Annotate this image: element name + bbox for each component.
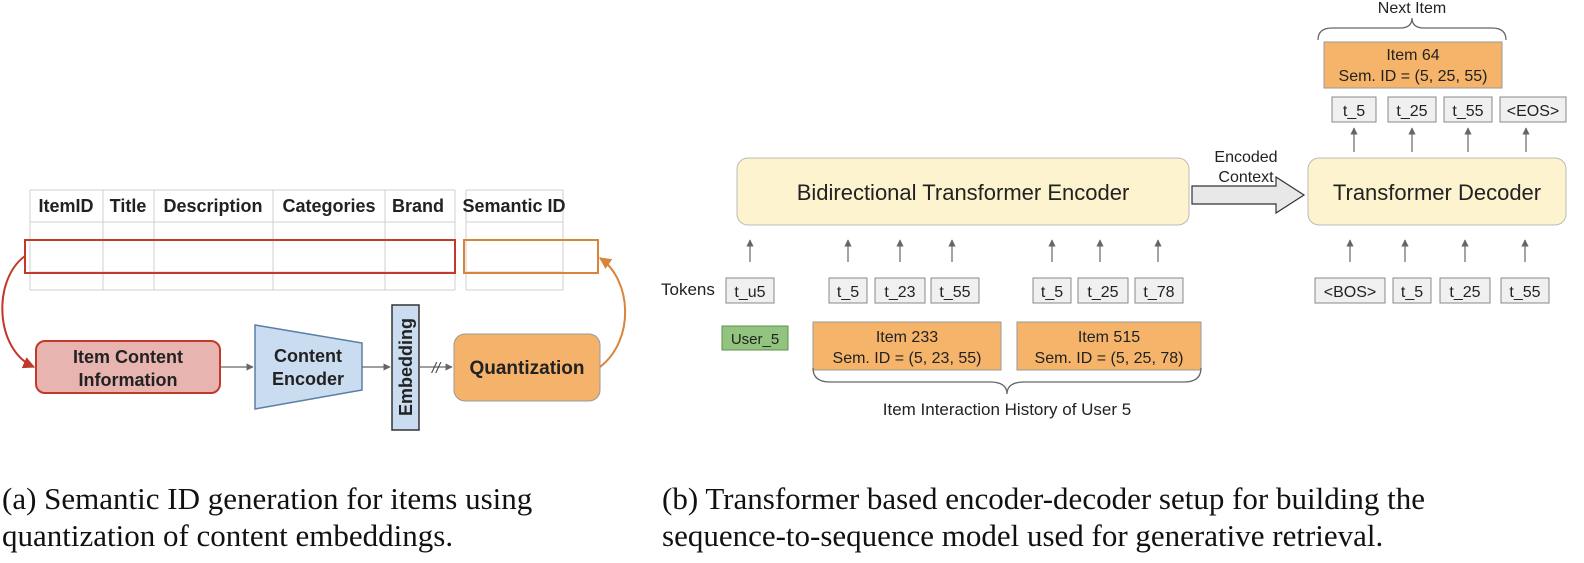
next-item-semid: Sem. ID = (5, 25, 55) (1339, 68, 1488, 85)
bidirectional-encoder-box: Bidirectional Transformer Encoder (736, 157, 1190, 226)
decoder-input-box-1 (1314, 277, 1386, 304)
item1-token-box-1 (828, 277, 868, 304)
item2-semid: Sem. ID = (5, 25, 78) (1035, 350, 1184, 367)
quantization-box: Quantization (453, 333, 601, 402)
caption-a: (a) Semantic ID generation for items usi… (2, 480, 652, 554)
decoder-input-arrows (1346, 239, 1529, 262)
caption-a-line1: (a) Semantic ID generation for items usi… (2, 481, 533, 516)
decoder-input-box-3 (1439, 277, 1491, 304)
user-label-box: User_5 (721, 325, 789, 351)
next-item-box: Item 64 Sem. ID = (5, 25, 55) (1323, 41, 1503, 89)
item-233-box: Item 233 Sem. ID = (5, 23, 55) (812, 321, 1002, 371)
decoder-output-arrows (1350, 127, 1530, 152)
encoded-context-arrow: Encoded Context (1191, 149, 1306, 215)
semantic-id-header: Semantic ID (462, 196, 565, 216)
embedding-label: Embedding (396, 318, 416, 416)
tokens-label: Tokens (661, 280, 715, 299)
decoder-output-box-2 (1387, 96, 1437, 123)
content-encoder-box: Content Encoder (254, 324, 363, 410)
content-encoder-label-line2: Encoder (272, 369, 344, 389)
decoder-input-2: t_5 (1401, 284, 1423, 301)
history-brace (812, 367, 1202, 395)
decoder-input-3: t_25 (1449, 284, 1480, 301)
encoded-context-line1: Encoded (1214, 149, 1277, 166)
item1-token-2: t_23 (884, 284, 915, 301)
caption-b: (b) Transformer based encoder-decoder se… (662, 480, 1577, 554)
decoder-output-box-4 (1499, 96, 1567, 123)
item2-token-3: t_78 (1143, 284, 1174, 301)
item-content-label-line1: Item Content (73, 347, 183, 367)
decoder-output-1: t_5 (1343, 103, 1365, 120)
decoder-input-box-2 (1392, 277, 1432, 304)
item2-token-1: t_5 (1041, 284, 1063, 301)
user-token: t_u5 (725, 277, 775, 304)
item1-token-1: t_5 (837, 284, 859, 301)
table-header-itemid: ItemID (38, 196, 93, 216)
transformer-decoder-box: Transformer Decoder (1307, 157, 1567, 226)
decoder-output-box-3 (1443, 96, 1493, 123)
user-label-text: User_5 (731, 331, 779, 348)
encoder-label: Bidirectional Transformer Encoder (797, 180, 1130, 205)
decoder-input-4: t_55 (1509, 284, 1540, 301)
decoder-input-1: <BOS> (1324, 284, 1376, 301)
item1-name: Item 233 (876, 329, 938, 346)
item2-token-2: t_25 (1087, 284, 1118, 301)
caption-b-line1: (b) Transformer based encoder-decoder se… (662, 481, 1425, 516)
item2-name: Item 515 (1078, 329, 1140, 346)
item-515-box: Item 515 Sem. ID = (5, 25, 78) (1016, 321, 1202, 371)
decoder-label: Transformer Decoder (1333, 180, 1541, 205)
table-header-categories: Categories (282, 196, 375, 216)
decoder-input-box-4 (1500, 277, 1550, 304)
item2-token-box-2 (1077, 277, 1129, 304)
item-content-label-line2: Information (79, 370, 178, 390)
next-item-label: Next Item (1378, 0, 1446, 17)
decoder-output-4: <EOS> (1507, 103, 1559, 120)
semantic-id-table: Semantic ID (462, 189, 599, 291)
decoder-output-box-1 (1331, 96, 1377, 123)
next-item-name: Item 64 (1386, 47, 1439, 64)
item2-token-box-1 (1032, 277, 1072, 304)
item-row-highlight (24, 239, 456, 274)
caption-b-line2: sequence-to-sequence model used for gene… (662, 518, 1384, 553)
caption-a-line2: quantization of content embeddings. (2, 518, 454, 553)
history-label: Item Interaction History of User 5 (883, 400, 1131, 419)
user-token-text: t_u5 (734, 284, 765, 301)
decoder-output-2: t_25 (1396, 103, 1427, 120)
item1-token-3: t_55 (939, 284, 970, 301)
item1-token-box-3 (930, 277, 980, 304)
content-encoder-label-line1: Content (274, 346, 342, 366)
item-table: ItemID Title Description Categories Bran… (24, 189, 456, 291)
encoded-context-line2: Context (1218, 169, 1274, 186)
semantic-id-row-highlight (463, 239, 599, 274)
item2-token-box-3 (1134, 277, 1184, 304)
quantization-label: Quantization (469, 358, 584, 379)
next-item-brace (1317, 17, 1507, 41)
embedding-box: Embedding (391, 304, 420, 431)
decoder-output-3: t_55 (1452, 103, 1483, 120)
table-to-content-arrow (1, 255, 36, 369)
table-header-description: Description (163, 196, 262, 216)
table-header-title: Title (110, 196, 147, 216)
encoder-input-arrows (746, 239, 1162, 262)
item1-token-box-2 (874, 277, 926, 304)
quantization-to-semantic-id-arrow (599, 257, 627, 368)
item1-semid: Sem. ID = (5, 23, 55) (833, 350, 982, 367)
item-content-information-box: Item Content Information (35, 340, 221, 394)
table-header-brand: Brand (392, 196, 444, 216)
skip-mark: // (431, 360, 442, 377)
